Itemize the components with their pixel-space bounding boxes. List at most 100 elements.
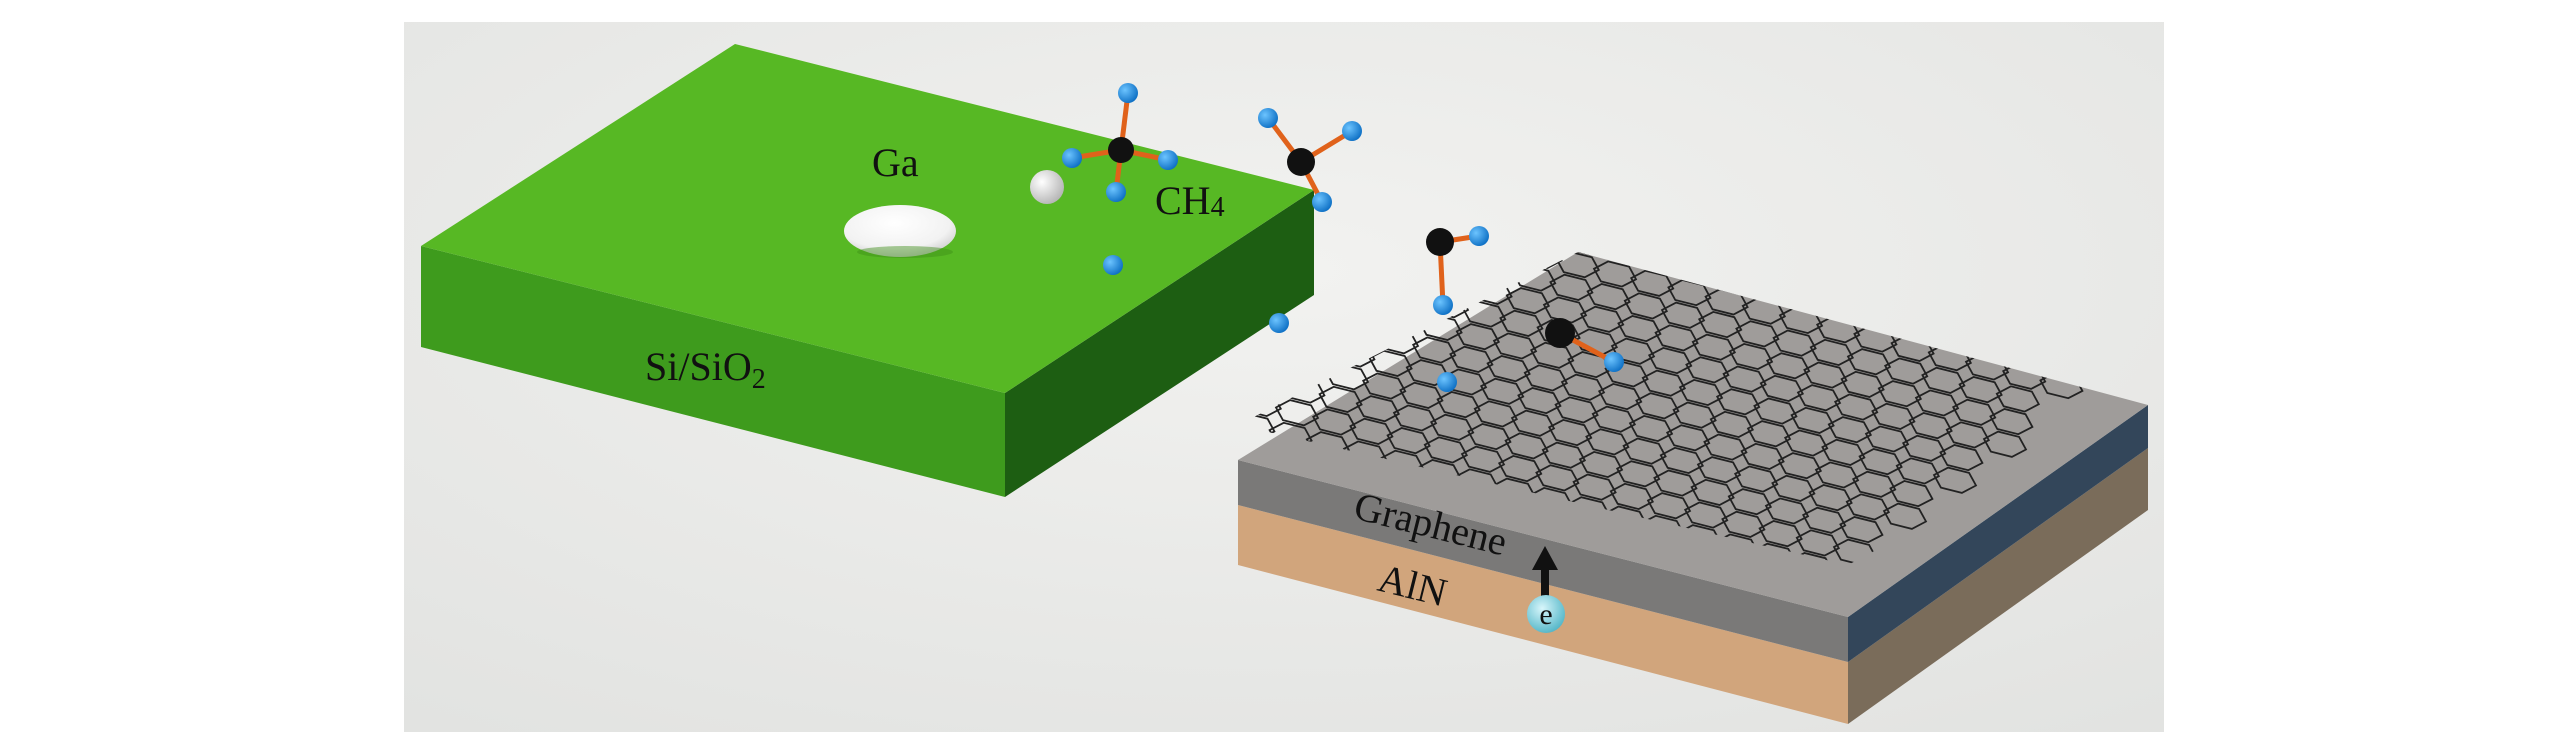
lattice-hexagon (1721, 510, 1766, 538)
lattice-hexagon (1839, 516, 1884, 544)
lattice-hexagon (1895, 457, 1941, 485)
lattice-hexagon (1510, 409, 1556, 437)
lattice-hexagon (1795, 529, 1841, 557)
lattice-hexagon (1808, 484, 1853, 512)
lattice-hexagon (1746, 420, 1792, 448)
ch4-label-sub: 4 (1211, 192, 1225, 223)
lattice-hexagon (1505, 287, 1551, 315)
electron-label: e (1539, 598, 1552, 631)
lattice-hexagon (1696, 456, 1742, 484)
lattice-hexagon (1549, 273, 1594, 301)
lattice-hexagon (1399, 381, 1444, 409)
lattice-hexagon (1759, 374, 1805, 403)
lattice-hexagon (1722, 365, 1767, 393)
substrate-right-face (1005, 190, 1314, 497)
lattice-hexagon (1889, 480, 1934, 508)
lattice-hexagon (1449, 345, 1494, 373)
lattice-hexagon (1727, 488, 1773, 516)
lattice-hexagon (1592, 260, 1638, 288)
ga-atom-icon (1030, 170, 1064, 204)
lattice-hexagon (1660, 301, 1706, 329)
lattice-hexagon (1995, 385, 2041, 413)
lattice-hexagon (1846, 348, 1892, 376)
lattice-hexagon (1733, 465, 1779, 493)
hydrogen-atoms (1103, 255, 1457, 392)
lattice-hexagon (1361, 372, 1407, 400)
lattice-hexagon (1690, 478, 1735, 506)
lattice-hexagon (1349, 417, 1394, 445)
lattice-hexagon (1560, 373, 1606, 401)
graphene-top-face (1238, 252, 2148, 617)
lattice-hexagon (1958, 376, 2003, 404)
lattice-hexagon (1914, 389, 1960, 417)
lattice-hexagon (1665, 424, 1711, 452)
lattice-hexagon (1939, 444, 1984, 472)
lattice-hexagon (1517, 387, 1562, 415)
substrate-label: Si/SiO2 (645, 344, 766, 395)
lattice-hexagon (1518, 252, 1563, 269)
lattice-hexagon (1827, 416, 1873, 444)
lattice-hexagon (1486, 355, 1531, 383)
lattice-hexagon (1429, 413, 1475, 441)
lattice-hexagon (1368, 349, 1413, 377)
lattice-hexagon (1821, 438, 1866, 466)
lattice-hexagon (1646, 492, 1692, 520)
lattice-hexagon (1858, 448, 1903, 476)
substrate-front-face (421, 246, 1005, 497)
lattice-hexagon (1467, 423, 1512, 451)
lattice-hexagon (1591, 405, 1637, 433)
lattice-hexagon (1691, 333, 1737, 361)
substrate-label-main: Si/SiO (645, 344, 752, 389)
lattice-hexagon (1623, 292, 1669, 320)
substrate-label-sub: 2 (752, 364, 766, 395)
lattice-hexagon (1783, 429, 1829, 457)
lattice-hexagon (1685, 356, 1730, 384)
lattice-hexagon (1547, 418, 1593, 447)
lattice-hexagon (1809, 338, 1855, 367)
lattice-hexagon (1735, 320, 1780, 348)
lattice-hexagon (1615, 460, 1661, 488)
electron-sphere-icon (1527, 595, 1565, 633)
lattice-hexagon (1697, 310, 1743, 339)
lattice-hexagon (1499, 309, 1544, 337)
lattice-hexagon (1845, 493, 1891, 521)
lattice-hexagon (1764, 497, 1810, 525)
lattice-hexagon (1497, 454, 1543, 483)
aln-right-face (1848, 448, 2148, 724)
lattice-hexagon (1529, 341, 1575, 369)
lattice-hexagon (1541, 441, 1587, 469)
lattice-hexagon (1833, 393, 1879, 421)
lattice-hexagon (1479, 377, 1525, 405)
ch3-fragment-icon (1258, 108, 1362, 212)
ch2-fragment-icon (1426, 226, 1489, 315)
ch4-atoms (1062, 83, 1178, 202)
lattice-hexagon (1647, 346, 1693, 375)
lattice-hexagon (1423, 436, 1469, 464)
lattice-hexagon (1772, 329, 1817, 357)
lattice-hexagon (1641, 369, 1687, 397)
lattice-hexagon (1771, 474, 1816, 502)
lattice-hexagon (1683, 501, 1729, 529)
ch-fragment-icon (1545, 318, 1624, 372)
lattice-hexagon (1945, 421, 1991, 449)
lattice-hexagon (1921, 366, 1966, 394)
lattice-hexagon (1411, 336, 1457, 364)
lattice-hexagon (1504, 432, 1549, 460)
lattice-hexagon (1882, 502, 1928, 530)
lattice-hexagon (1932, 466, 1978, 494)
lattice-hexagon (1765, 352, 1811, 380)
lattice-hexagon (1585, 428, 1630, 456)
lattice-hexagon (1392, 404, 1438, 432)
lattice-hexagon (1355, 395, 1401, 423)
lattice-hexagon (1883, 357, 1929, 385)
lattice-hexagon (1579, 305, 1625, 333)
lattice-hexagon (1622, 437, 1667, 465)
lattice-hexagon (1753, 397, 1798, 425)
lattice-hexagon (1901, 434, 1947, 462)
ch4-label-main: CH (1155, 178, 1211, 223)
lattice-hexagon (1629, 269, 1675, 297)
lattice-hexagon (1672, 401, 1717, 429)
lattice-hexagon (1610, 337, 1656, 365)
lattice-hexagon (1851, 470, 1897, 498)
